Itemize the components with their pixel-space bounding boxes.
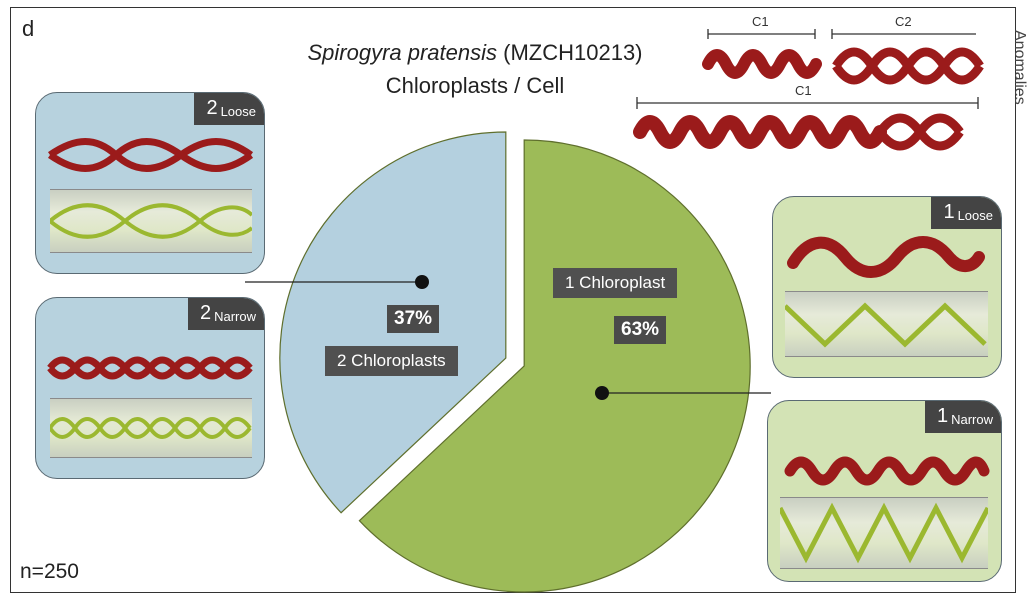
helix-one-loose xyxy=(787,236,985,278)
slice-label-one-chloroplast: 1 Chloroplast xyxy=(553,268,678,298)
sample-size-label: n=250 xyxy=(20,560,79,583)
leader-dot-two xyxy=(415,275,429,289)
bracket-label-c1-top: C1 xyxy=(752,14,769,29)
anomaly-helix-long xyxy=(633,115,887,149)
anomaly-helix-long-tail xyxy=(876,113,964,151)
helix-two-loose xyxy=(48,138,254,172)
slice-pct-two-chloroplasts: 37% xyxy=(387,305,440,333)
micrograph-two-loose xyxy=(48,189,254,253)
micrograph-one-narrow xyxy=(777,497,991,569)
slice-label-two-chloroplasts: 2 Chloroplasts xyxy=(325,346,458,376)
chart-title: Spirogyra pratensis (MZCH10213) Chloropl… xyxy=(265,36,685,102)
panel-letter: d xyxy=(22,16,35,41)
micro-pattern-one-loose xyxy=(783,302,987,348)
bracket-label-c1-long: C1 xyxy=(795,83,812,98)
micrograph-one-loose xyxy=(783,291,988,357)
pie-slice-1-chloroplast xyxy=(358,139,751,593)
leader-dot-one xyxy=(595,386,609,400)
title-line2: Chloroplasts / Cell xyxy=(385,73,565,98)
slice-pct-one-chloroplast: 63% xyxy=(614,316,667,344)
anomalies-label: Anomalies xyxy=(1011,30,1028,105)
helix-one-narrow xyxy=(784,456,990,486)
micro-pattern-two-loose xyxy=(48,203,254,239)
micro-pattern-two-narrow xyxy=(48,417,252,439)
helix-two-narrow xyxy=(47,356,253,380)
bracket-label-c2: C2 xyxy=(895,14,912,29)
species-name: Spirogyra pratensis xyxy=(307,40,498,65)
strain-id: (MZCH10213) xyxy=(503,40,643,65)
micrograph-two-narrow xyxy=(48,398,252,458)
anomaly-helix-c1 xyxy=(702,49,822,79)
micro-pattern-one-narrow xyxy=(777,502,991,564)
anomaly-helix-c2 xyxy=(832,47,984,85)
